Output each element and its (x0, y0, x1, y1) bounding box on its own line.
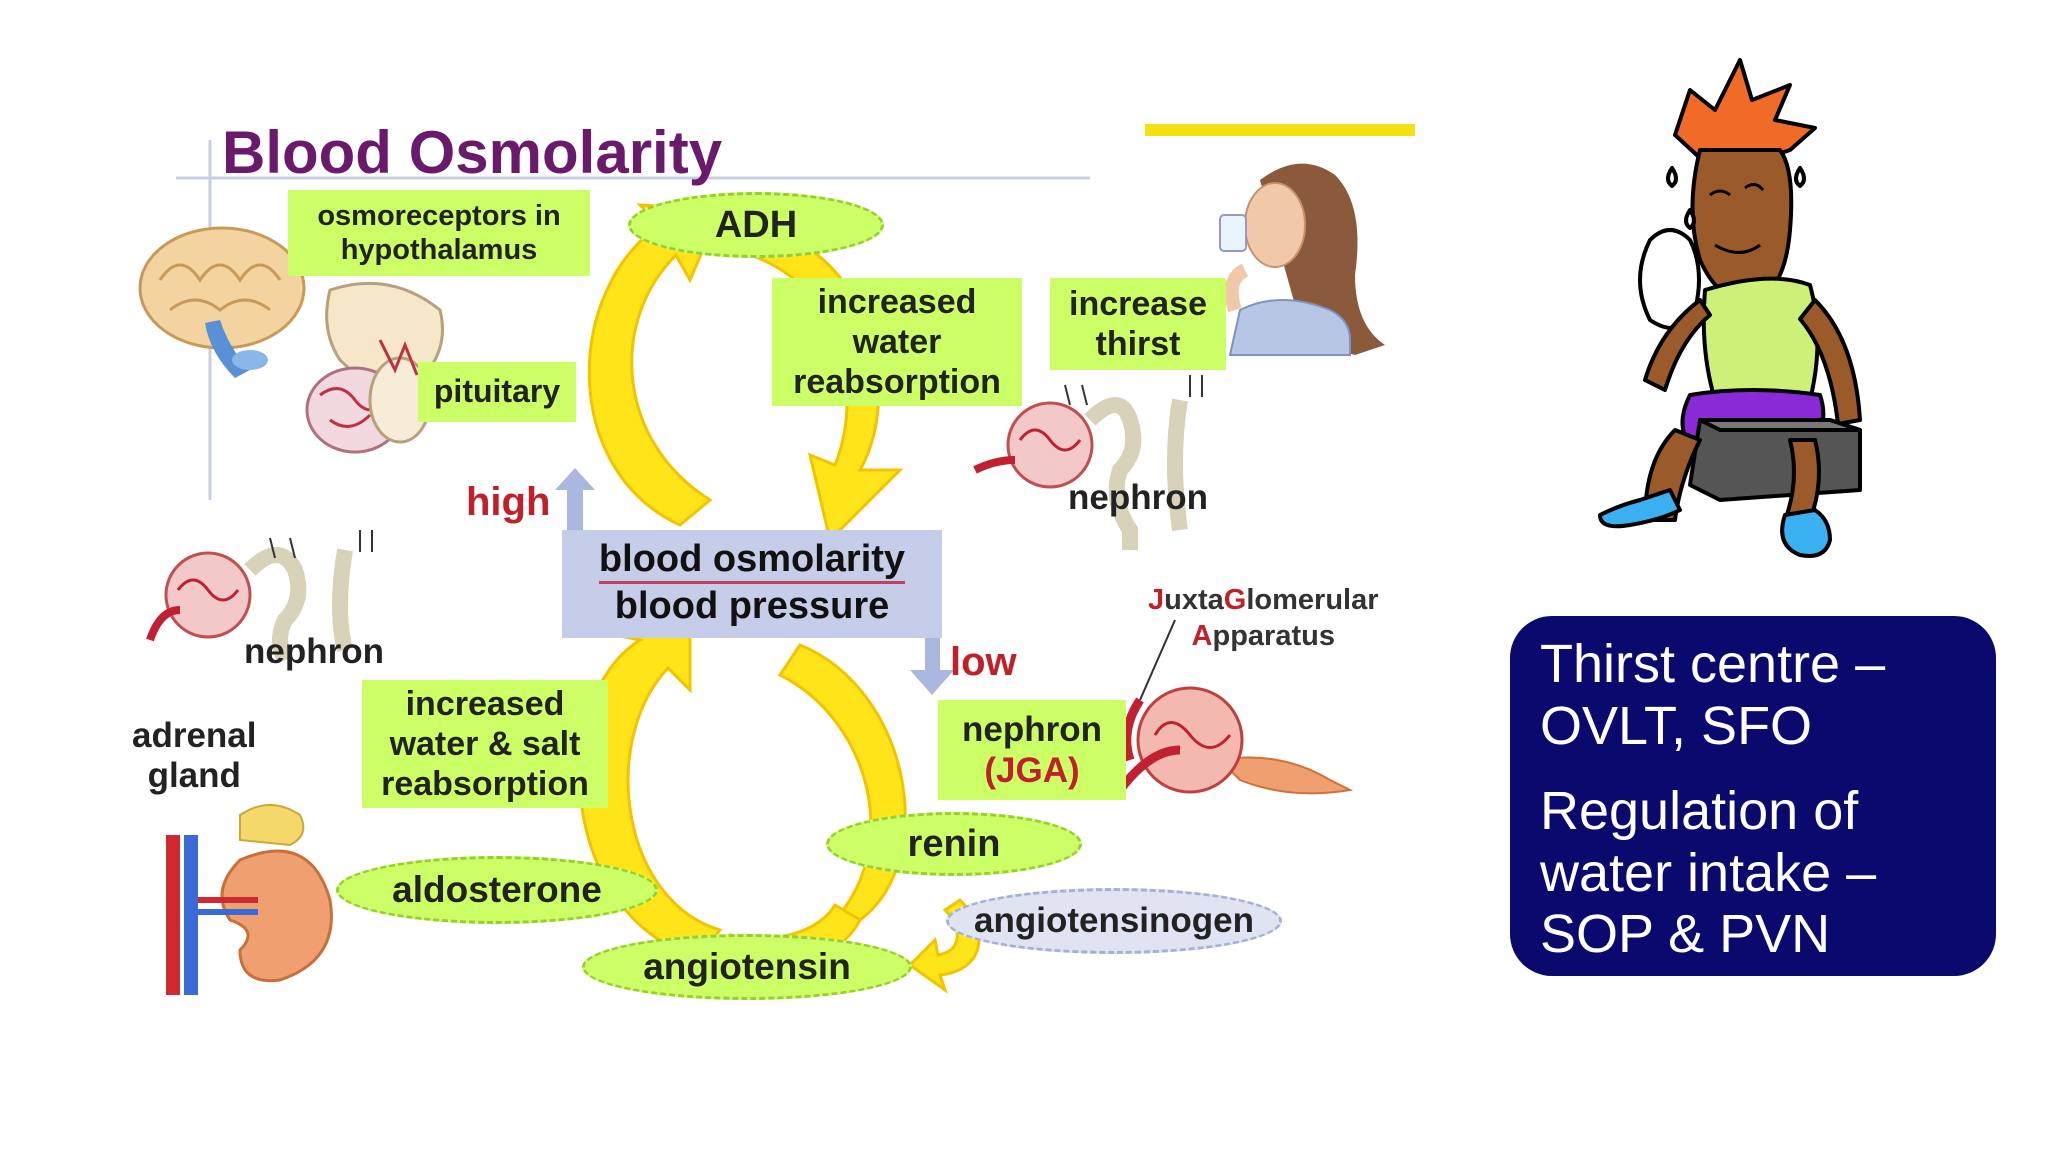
thirst-centre-panel: Thirst centre – OVLT, SFO Regulation of … (1510, 616, 1996, 976)
thirst-centre-text: Thirst centre – OVLT, SFO (1540, 634, 1886, 756)
woman-drinking-icon (1219, 163, 1385, 356)
increased-water-salt-reabsorption-label: increased water & salt reabsorption (362, 680, 608, 808)
blood-osmolarity-pressure-box: blood osmolarity blood pressure (562, 530, 942, 638)
nephron-jga-label: nephron (JGA) (938, 700, 1126, 800)
adrenal-gland-label: adrenal gland (132, 716, 257, 796)
renin-oval: renin (826, 812, 1082, 876)
title-rule (176, 124, 1415, 500)
osmoreceptors-label: osmoreceptors in hypothalamus (288, 190, 590, 276)
pituitary-gland-icon (305, 281, 444, 454)
juxtaglomerular-apparatus-icon (1116, 619, 1354, 795)
juxta-j: J (1148, 584, 1165, 616)
increased-water-reabsorption-label: increased water reabsorption (772, 278, 1022, 406)
high-label: high (466, 480, 551, 524)
water-intake-regulation-text: Regulation of water intake – SOP & PVN (1540, 781, 1877, 965)
apparatus-rest: pparatus (1212, 620, 1335, 653)
adh-oval: ADH (628, 192, 884, 258)
nephron-label-left: nephron (244, 632, 384, 671)
apparatus-a: A (1191, 620, 1213, 653)
juxta-uxta: uxta (1164, 584, 1224, 616)
juxta-lomerular: lomerular (1246, 584, 1379, 616)
juxta-g: G (1223, 584, 1247, 616)
nephron-label-right: nephron (1068, 478, 1208, 517)
nephron-jga-abbr: (JGA) (984, 751, 1080, 790)
diagram-title: Blood Osmolarity (222, 119, 723, 186)
low-label: low (950, 640, 1017, 684)
nephron-icon (973, 375, 1203, 550)
nephron-jga-name: nephron (962, 709, 1102, 749)
center-line-pressure: blood pressure (614, 584, 890, 627)
center-line-osmolarity: blood osmolarity (598, 538, 906, 584)
angiotensin-oval: angiotensin (582, 934, 912, 1000)
thirsty-man-icon (1598, 58, 1862, 558)
kidney-adrenal-icon (166, 804, 333, 995)
pituitary-label: pituitary (418, 362, 576, 422)
nephron-icon (146, 530, 373, 664)
direction-arrows (555, 468, 954, 695)
aldosterone-oval: aldosterone (336, 856, 658, 924)
increase-thirst-label: increase thirst (1050, 278, 1226, 370)
brain-icon (138, 226, 306, 378)
juxtaglomerular-label: JuxtaGlomerular Apparatus (1148, 582, 1379, 655)
angiotensinogen-oval: angiotensinogen (946, 888, 1282, 954)
